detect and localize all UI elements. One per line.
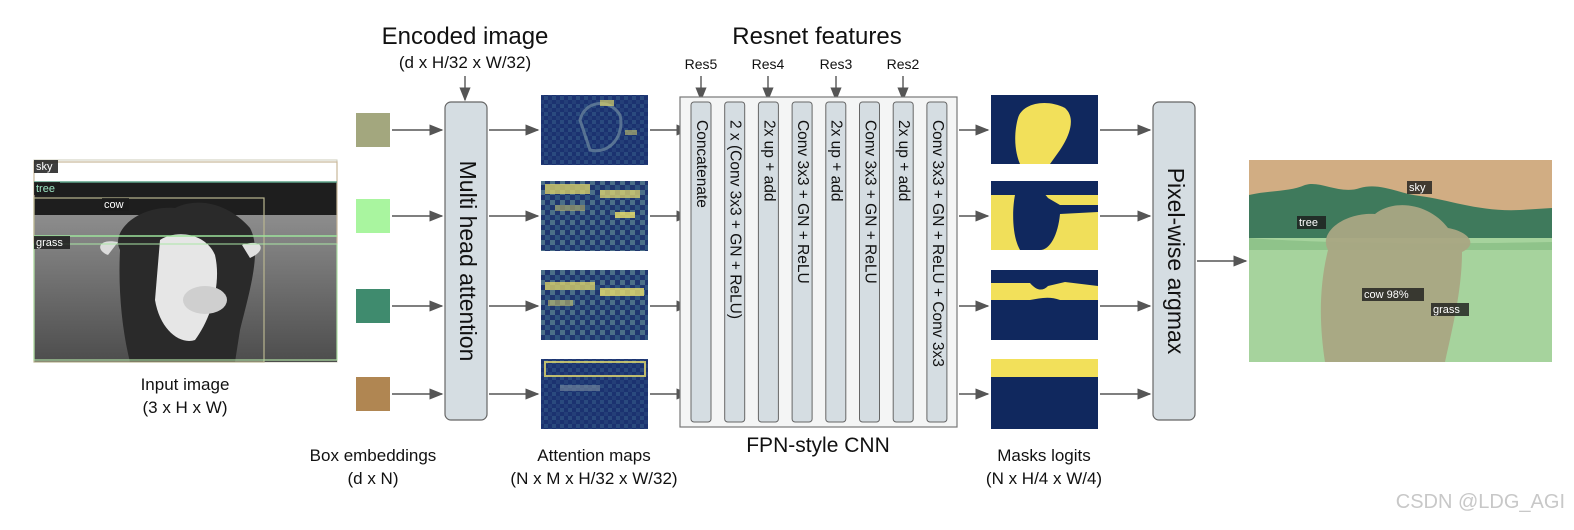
svg-text:grass: grass [36, 237, 63, 249]
multi-head-attention-block: Multi head attention [444, 101, 488, 421]
encoded-image-dims: (d x H/32 x W/32) [399, 53, 531, 72]
masks-logits-dims: (N x H/4 x W/4) [986, 469, 1102, 488]
argmax-label: Pixel-wise argmax [1163, 168, 1189, 355]
attention-map-1 [541, 95, 648, 165]
embedding-square-1 [356, 113, 390, 147]
attention-map-2 [541, 181, 648, 251]
watermark: CSDN @LDG_AGI [1396, 491, 1565, 513]
svg-text:sky: sky [1409, 182, 1426, 194]
fpn-layer-4: Conv 3x3 + GN + ReLU [791, 101, 813, 423]
input-tag-cow: cow [102, 198, 129, 211]
resnet-features-title: Resnet features [732, 23, 901, 50]
fpn-layer-label: Conv 3x3 + GN + ReLU [794, 120, 811, 284]
svg-text:grass: grass [1433, 304, 1460, 316]
box-embeddings-title: Box embeddings [310, 446, 437, 465]
mask-logit-2 [991, 181, 1098, 250]
fpn-arrows [959, 124, 990, 400]
mask-logit-4 [991, 359, 1098, 429]
svg-text:sky: sky [36, 161, 53, 173]
fpn-layer-label: Conv 3x3 + GN + ReLU [861, 120, 878, 284]
resnet-level-res3: Res3 [820, 56, 853, 72]
resnet-level-res5: Res5 [685, 56, 718, 72]
fpn-layer-6: Conv 3x3 + GN + ReLU [859, 101, 880, 423]
output-tag-tree: tree [1297, 216, 1326, 229]
mask-logits [991, 95, 1098, 429]
svg-text:cow 98%: cow 98% [1364, 289, 1409, 301]
output-tag-sky: sky [1407, 181, 1432, 194]
fpn-layer-label: 2x up + add [760, 120, 777, 201]
embedding-square-2 [356, 199, 390, 233]
mask-logit-1 [991, 95, 1098, 164]
input-image-title: Input image [141, 375, 230, 394]
mha-arrows [489, 124, 540, 400]
fpn-layer-label: 2x up + add [828, 120, 845, 201]
resnet-level-res4: Res4 [752, 56, 785, 72]
attention-map-4 [541, 359, 648, 429]
fpn-layer-8: Conv 3x3 + GN + ReLU + Conv 3x3 [926, 101, 948, 423]
input-image-dims: (3 x H x W) [143, 398, 228, 417]
input-tag-grass: grass [34, 236, 70, 249]
box-embeddings [356, 113, 390, 411]
output-tag-grass: grass [1431, 303, 1469, 316]
pixel-wise-argmax-block: Pixel-wise argmax [1152, 101, 1196, 421]
output-segmentation: sky tree cow 98% grass [1249, 160, 1552, 362]
embedding-arrows [392, 124, 444, 400]
output-tag-cow: cow 98% [1362, 288, 1424, 301]
input-image: sky tree cow grass [33, 159, 338, 363]
fpn-layer-2: 2 x (Conv 3x3 + GN + ReLU) [724, 101, 746, 423]
attention-maps-title: Attention maps [537, 446, 650, 465]
attention-map-3 [541, 270, 648, 340]
input-tag-tree: tree [34, 182, 60, 195]
resnet-level-res2: Res2 [887, 56, 920, 72]
attention-maps-dims: (N x M x H/32 x W/32) [510, 469, 677, 488]
mask-logit-3 [991, 270, 1098, 340]
fpn-layer-label: 2 x (Conv 3x3 + GN + ReLU) [727, 120, 744, 319]
input-tag-sky: sky [34, 160, 58, 173]
fpn-layer-5: 2x up + add [825, 101, 847, 423]
encoded-image-title: Encoded image [382, 23, 549, 50]
mha-label: Multi head attention [455, 161, 481, 362]
embedding-square-4 [356, 377, 390, 411]
masks-logits-title: Masks logits [997, 446, 1091, 465]
fpn-layer-3: 2x up + add [757, 101, 779, 423]
fpn-title: FPN-style CNN [746, 434, 890, 457]
resnet-arrows [695, 76, 909, 102]
svg-text:tree: tree [1299, 217, 1318, 229]
svg-text:cow: cow [104, 199, 124, 211]
attention-maps [541, 95, 648, 429]
fpn-layer-7: 2x up + add [892, 101, 914, 423]
fpn-cnn-block: Concatenate 2 x (Conv 3x3 + GN + ReLU) 2x … [679, 96, 958, 428]
fpn-layer-label: Concatenate [693, 120, 710, 208]
fpn-layer-label: 2x up + add [895, 120, 912, 201]
fpn-layer-1: Concatenate [690, 101, 712, 423]
embedding-square-3 [356, 289, 390, 323]
box-embeddings-dims: (d x N) [348, 469, 399, 488]
fpn-layer-label: Conv 3x3 + GN + ReLU + Conv 3x3 [929, 120, 946, 367]
mask-arrows [1100, 124, 1152, 400]
svg-text:tree: tree [36, 183, 55, 195]
resnet-levels: Res5 Res4 Res3 Res2 [685, 56, 920, 72]
